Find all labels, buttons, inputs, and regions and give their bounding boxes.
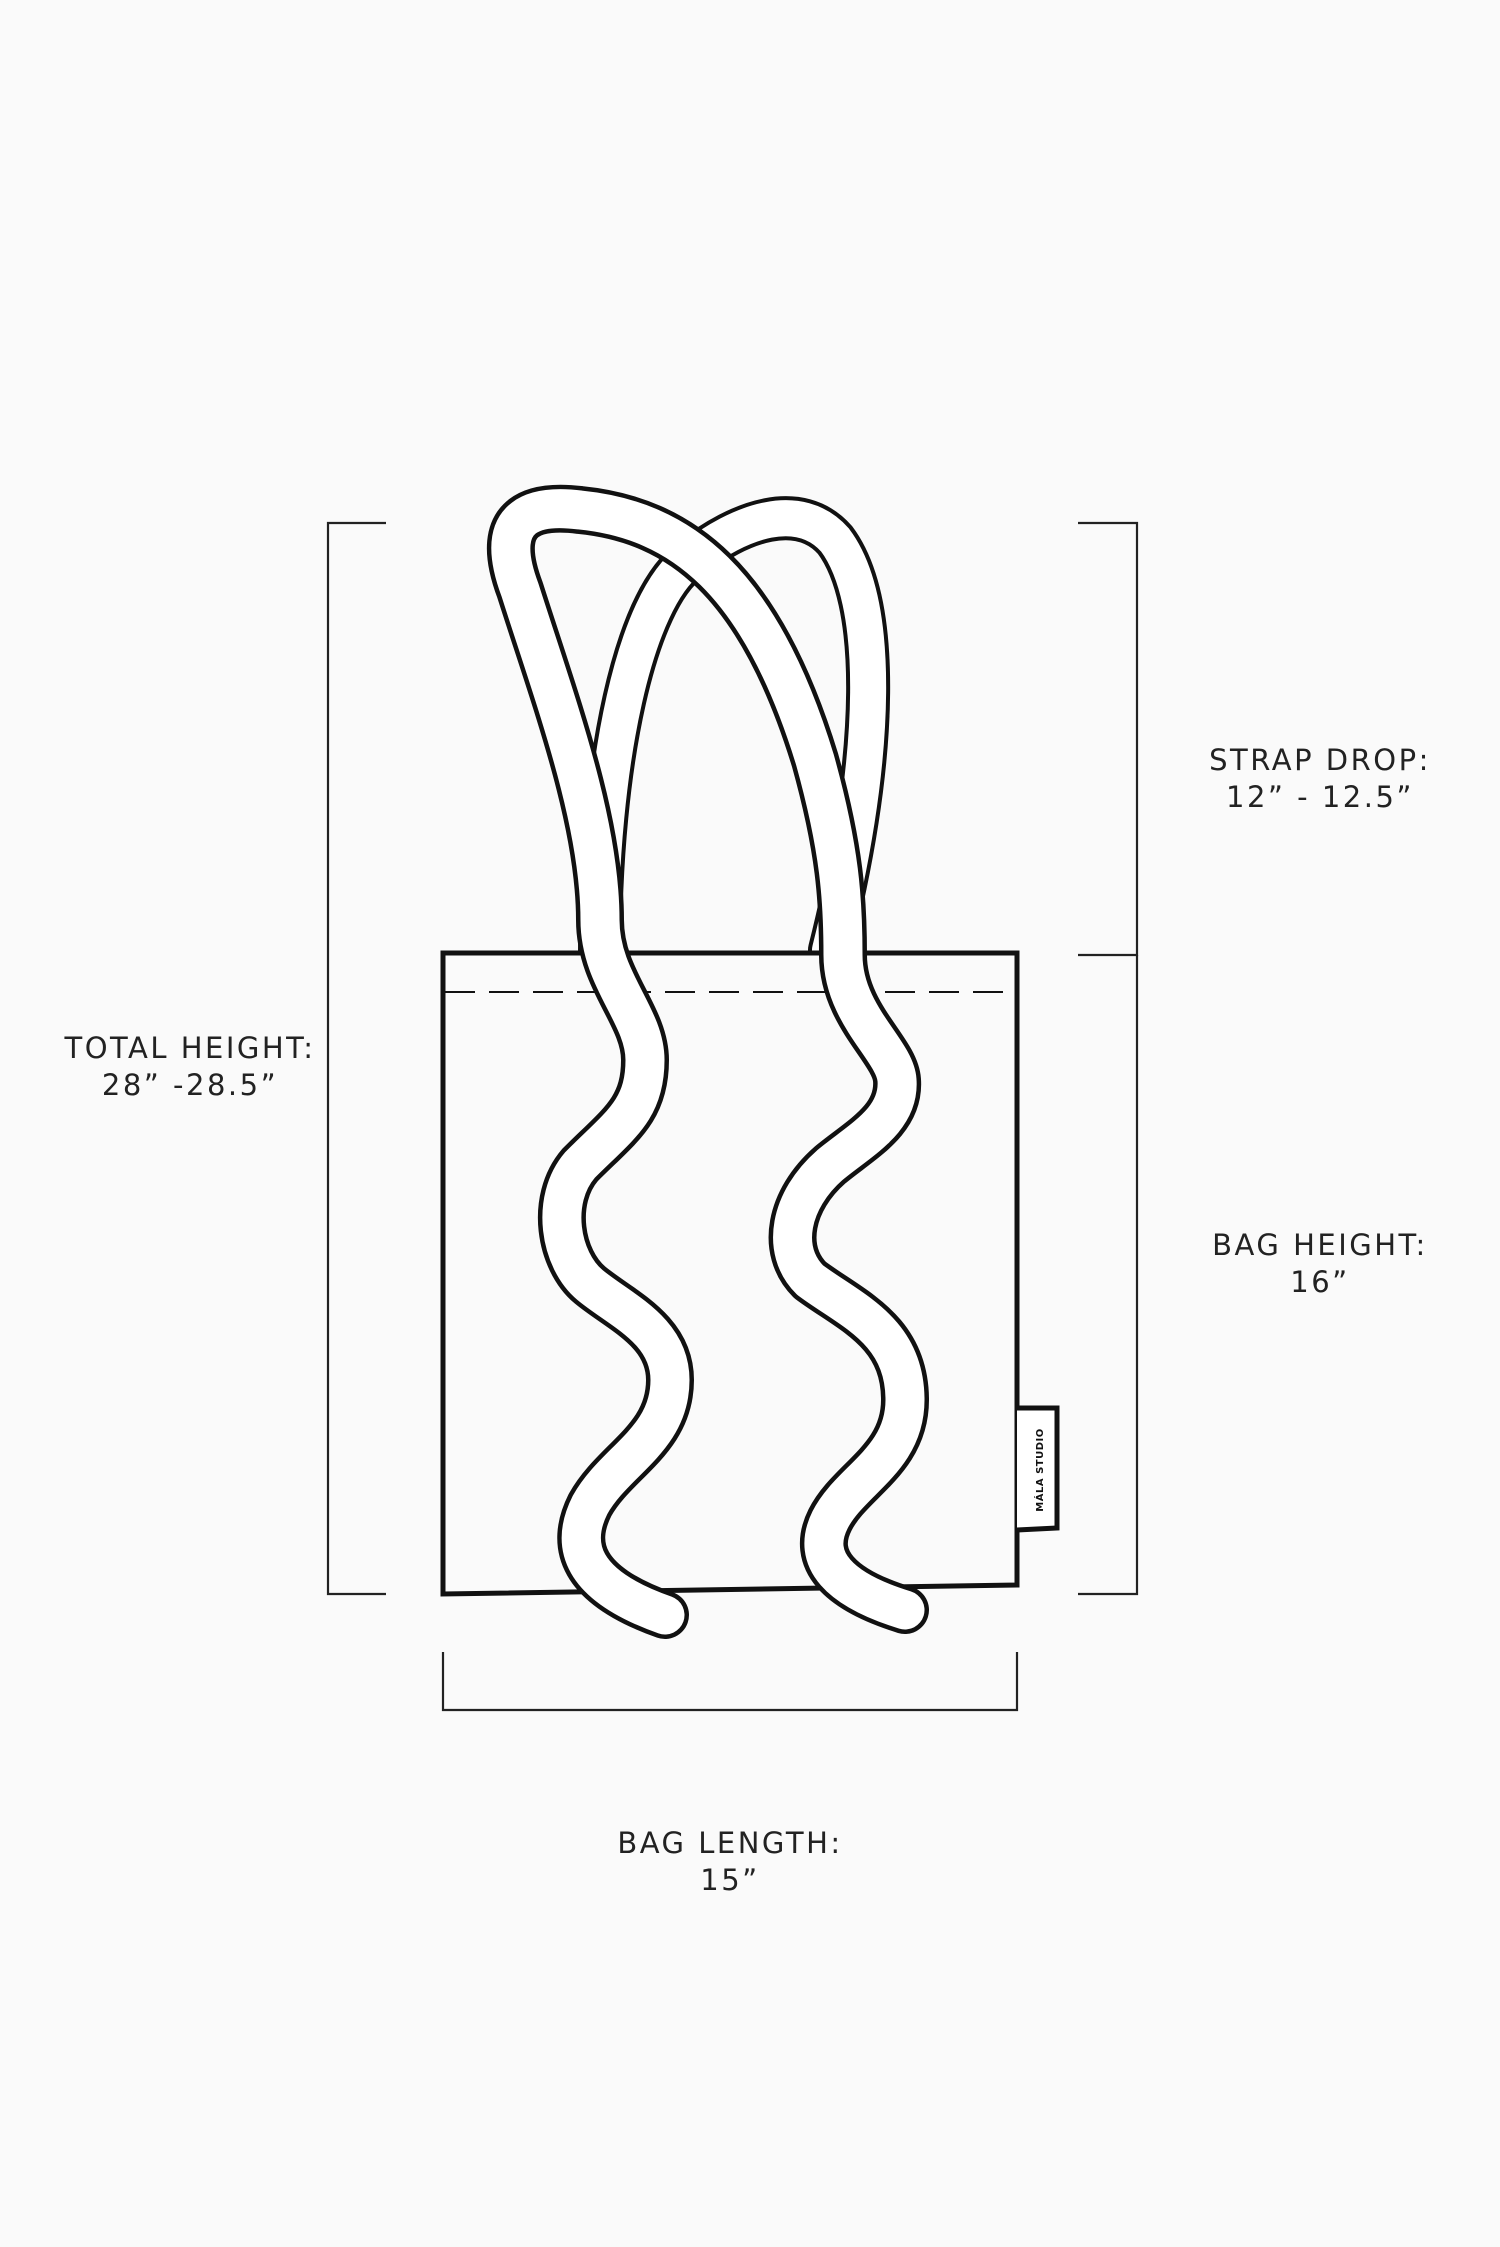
strap-drop-title: STRAP DROP:	[1209, 743, 1431, 777]
bag-length-title: BAG LENGTH:	[617, 1826, 843, 1860]
bag-length-value: 15”	[700, 1863, 760, 1897]
bag-length-bracket	[441, 1652, 1019, 1712]
strap-drop-value: 12” - 12.5”	[1226, 780, 1414, 814]
strap-drop-bracket	[1078, 521, 1139, 957]
total-height-title: TOTAL HEIGHT:	[64, 1031, 316, 1065]
bag-length-label: BAG LENGTH: 15”	[580, 1825, 880, 1899]
strap-drop-label: STRAP DROP: 12” - 12.5”	[1175, 742, 1465, 816]
tote-bag-icon	[440, 950, 1020, 1597]
wavy-strap-icon	[486, 484, 929, 1639]
total-height-value: 28” -28.5”	[101, 1068, 279, 1102]
bag-height-label: BAG HEIGHT: 16”	[1175, 1227, 1465, 1301]
bag-height-bracket	[1078, 955, 1139, 1596]
brand-tag-text: MÁLA STUDIO	[1033, 1428, 1046, 1511]
total-height-bracket	[326, 521, 386, 1596]
bag-height-title: BAG HEIGHT:	[1212, 1228, 1428, 1262]
brand-tag-icon: MÁLA STUDIO	[1016, 1405, 1060, 1533]
total-height-label: TOTAL HEIGHT: 28” -28.5”	[40, 1030, 340, 1104]
back-strap-icon	[578, 496, 891, 977]
bag-height-value: 16”	[1290, 1265, 1350, 1299]
